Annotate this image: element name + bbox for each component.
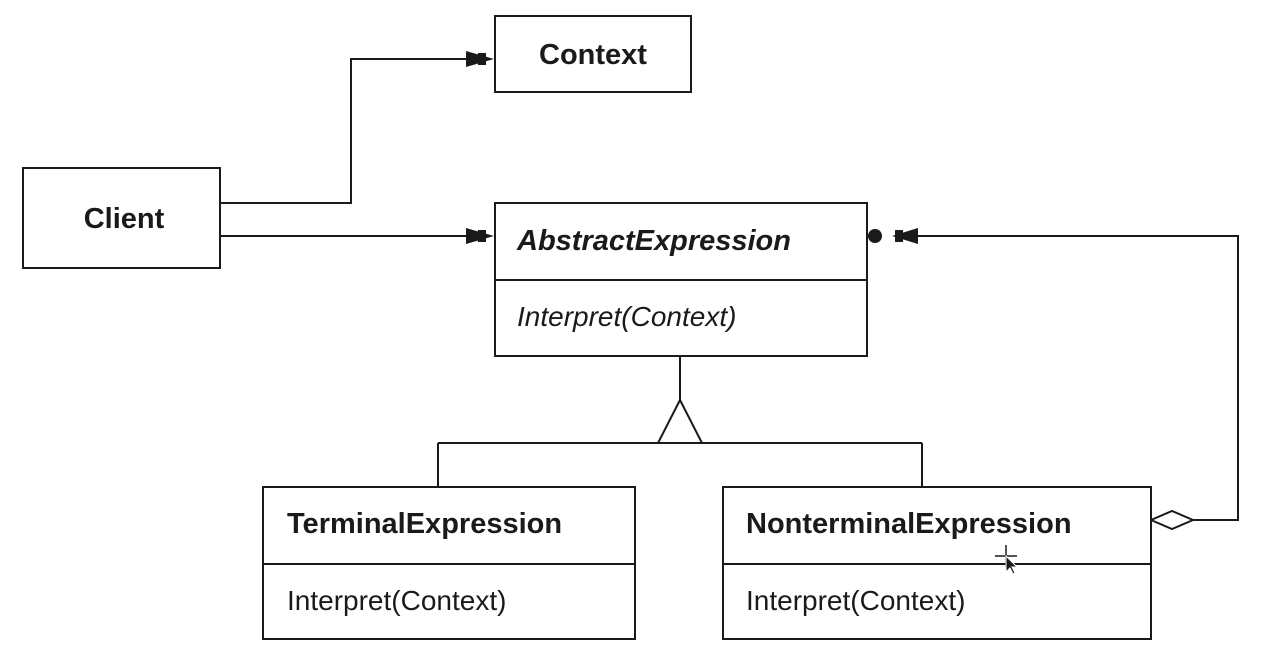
context-arrow-mark [478, 53, 486, 65]
abstractexpression-operation: Interpret(Context) [517, 301, 736, 332]
abstractexpression-name: AbstractExpression [516, 225, 791, 257]
terminalexpression-name: TerminalExpression [287, 508, 562, 540]
nonterminalexpression-operation: Interpret(Context) [746, 585, 965, 616]
client-name: Client [84, 203, 165, 235]
abstractexpression-arrow-mark [478, 230, 486, 242]
aggregation-arrow-mark [895, 230, 903, 242]
nonterminalexpression-name: NonterminalExpression [746, 508, 1072, 540]
context-box [494, 15, 692, 93]
context-name: Context [539, 39, 647, 71]
move-cursor-icon [995, 545, 1019, 575]
client-context-association [220, 58, 470, 204]
terminalexpression-operation: Interpret(Context) [287, 585, 506, 616]
client-box [22, 167, 221, 269]
aggregation-dot [868, 229, 882, 243]
aggregation-arrowhead [892, 228, 918, 244]
aggregation-diamond [1148, 509, 1196, 531]
inheritance-triangle [656, 397, 704, 444]
nonterminal-aggregation-line [913, 235, 1239, 521]
